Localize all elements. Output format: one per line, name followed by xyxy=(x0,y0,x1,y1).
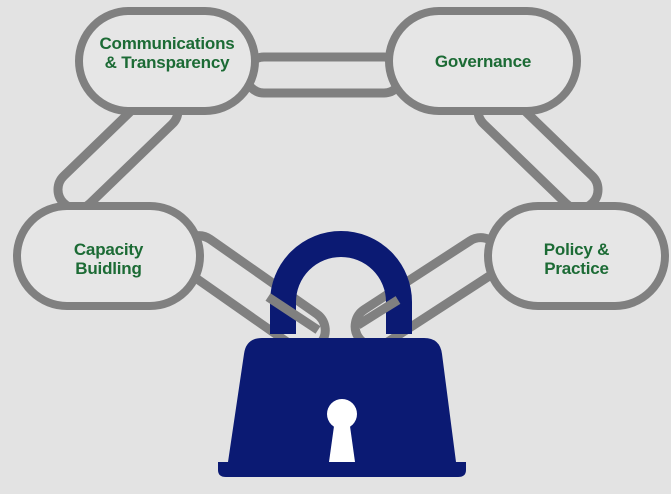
chain-link-lower-right-front xyxy=(355,296,401,329)
chain-link-top-connector xyxy=(241,52,407,98)
label-governance: Governance xyxy=(389,47,577,75)
label-policy-practice: Policy & Practice xyxy=(488,229,665,289)
label-communications-transparency: Communications & Transparency xyxy=(79,23,255,83)
keyhole-icon xyxy=(327,399,357,462)
label-line: Capacity xyxy=(73,240,144,259)
chain-link-governance xyxy=(385,7,581,115)
label-line: Practice xyxy=(544,259,609,278)
label-line: Governance xyxy=(434,51,532,71)
padlock-icon xyxy=(218,231,466,477)
chain-link-capacity xyxy=(13,202,204,310)
chain-link-communications xyxy=(75,7,259,115)
label-line: Communications xyxy=(99,34,235,53)
chain-link-policy xyxy=(484,202,669,310)
label-capacity-building: Capacity Buidling xyxy=(17,229,200,289)
label-line: Buidling xyxy=(75,259,142,278)
label-line: & Transparency xyxy=(104,53,230,72)
chain-link-lower-left-front xyxy=(265,293,321,334)
label-line: Policy & xyxy=(543,240,610,259)
